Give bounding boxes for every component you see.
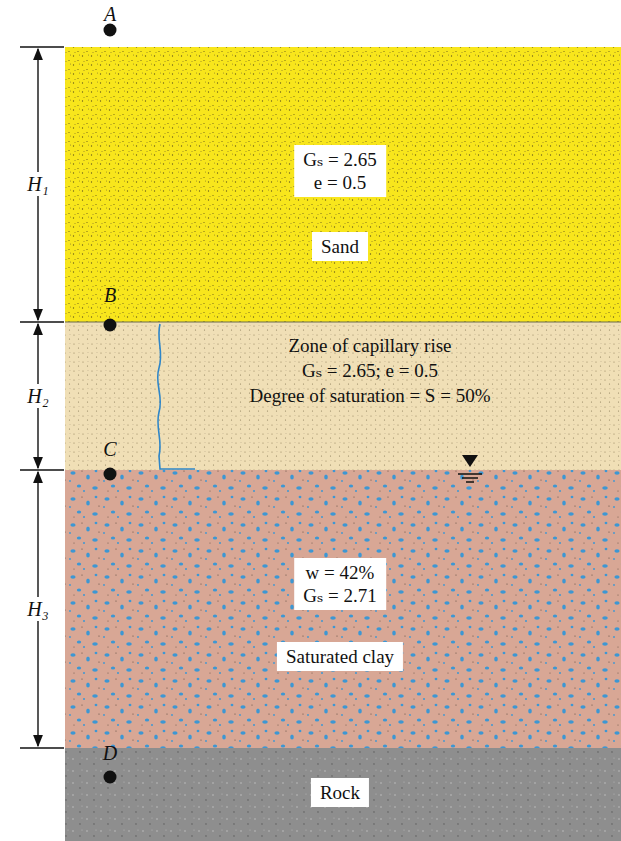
rock-fill xyxy=(65,748,621,841)
label-box: w = 42%Gₛ = 2.71 xyxy=(294,558,386,610)
layer-property-text: e = 0.5 xyxy=(303,171,377,194)
point-dot xyxy=(104,24,117,37)
label-box: Gₛ = 2.65e = 0.5 xyxy=(294,145,386,197)
sand-layer: Gₛ = 2.65e = 0.5Sand xyxy=(65,47,621,322)
rock-layer: Rock xyxy=(65,748,621,841)
rock-texture xyxy=(65,748,621,841)
clay-texture xyxy=(65,470,621,748)
layer-property-text: Rock xyxy=(320,781,360,804)
capillary-zone-layer: Zone of capillary riseGₛ = 2.65; e = 0.5… xyxy=(65,322,621,470)
dimension-tick xyxy=(20,747,64,748)
text-group: Gₛ = 2.65; e = 0.5 xyxy=(302,359,438,382)
dimension-tick xyxy=(20,469,64,470)
layer-property-text: Degree of saturation = S = 50% xyxy=(250,384,491,407)
point-markers xyxy=(104,24,117,784)
label-box: Sand xyxy=(312,232,368,261)
dimension-label: H₂ xyxy=(25,384,50,408)
point-label: B xyxy=(104,284,116,306)
label-box: Rock xyxy=(311,778,369,807)
soil-layers xyxy=(65,47,621,841)
capillary-texture xyxy=(65,322,621,470)
layer-property-text: Gₛ = 2.71 xyxy=(303,584,377,607)
dimension-tick xyxy=(20,46,64,47)
dimension-tick xyxy=(20,321,64,322)
text-group: Zone of capillary rise xyxy=(288,334,451,357)
layer-property-text: Sand xyxy=(321,235,359,258)
dimension-label: H₁ xyxy=(25,172,50,196)
point-dot xyxy=(104,771,117,784)
water-table-symbol xyxy=(458,455,482,482)
point-dot xyxy=(104,319,117,332)
layer-property-text: Zone of capillary rise xyxy=(288,334,451,357)
clay-fill xyxy=(65,470,621,748)
text-group: Degree of saturation = S = 50% xyxy=(250,384,491,407)
dimension-label: H₃ xyxy=(25,597,50,621)
label-box: Saturated clay xyxy=(277,642,403,671)
capillary-fill xyxy=(65,322,621,470)
layer-property-text: Gₛ = 2.65; e = 0.5 xyxy=(302,359,438,382)
point-dot xyxy=(104,468,117,481)
layer-boundary xyxy=(65,322,621,323)
point-label: C xyxy=(103,438,116,460)
layer-property-text: Gₛ = 2.65 xyxy=(303,148,377,171)
clay-layer: w = 42%Gₛ = 2.71Saturated clay xyxy=(65,470,621,748)
layer-property-text: Saturated clay xyxy=(286,645,394,668)
capillary-line xyxy=(158,324,195,469)
point-label: A xyxy=(104,3,116,25)
layer-property-text: w = 42% xyxy=(303,561,377,584)
point-label: D xyxy=(103,742,117,764)
dimension-lines xyxy=(20,47,64,748)
sand-fill xyxy=(65,47,621,322)
sand-texture xyxy=(65,47,621,322)
